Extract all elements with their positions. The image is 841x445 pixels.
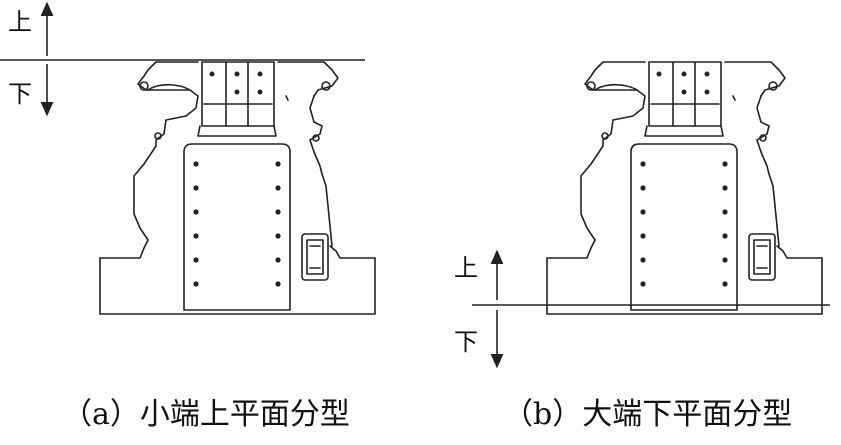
label-up-b: 上 [454, 254, 478, 282]
label-down-b: 下 [454, 328, 478, 356]
panel-a-drawing [0, 1, 376, 315]
panel-b-drawing [472, 61, 830, 369]
label-up-a: 上 [8, 8, 32, 36]
caption-b: （b）大端下平面分型 [503, 397, 793, 432]
label-down-a: 下 [8, 80, 32, 108]
caption-a: （a）小端上平面分型 [62, 397, 350, 432]
